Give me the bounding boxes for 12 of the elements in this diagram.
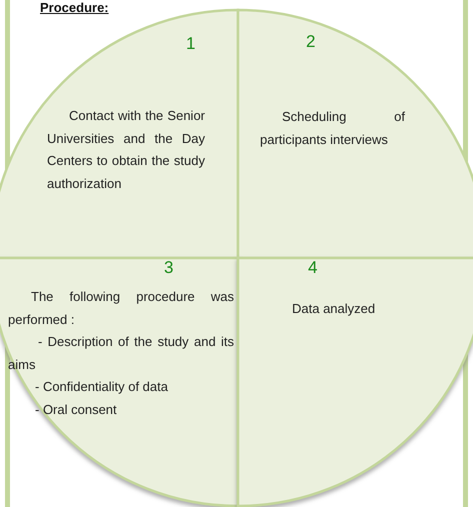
list-item: - Confidentiality of data bbox=[35, 378, 169, 396]
list-item: - Oral consent bbox=[35, 401, 118, 419]
step-description: Data analyzed bbox=[291, 300, 376, 318]
step-number: 2 bbox=[306, 32, 316, 52]
heading: Procedure: bbox=[40, 0, 109, 15]
step-number: 1 bbox=[186, 34, 196, 54]
step-number: 3 bbox=[164, 258, 174, 278]
step-description: Scheduling of participants interviews bbox=[260, 108, 405, 149]
step-description: The following procedure was performed : bbox=[8, 288, 234, 329]
list-item: - Description of the study and its aims bbox=[8, 333, 234, 374]
step-description: Contact with the Senior Universities and the Day Centers to obtain the study authorization bbox=[47, 107, 205, 192]
step-number: 4 bbox=[308, 258, 318, 278]
